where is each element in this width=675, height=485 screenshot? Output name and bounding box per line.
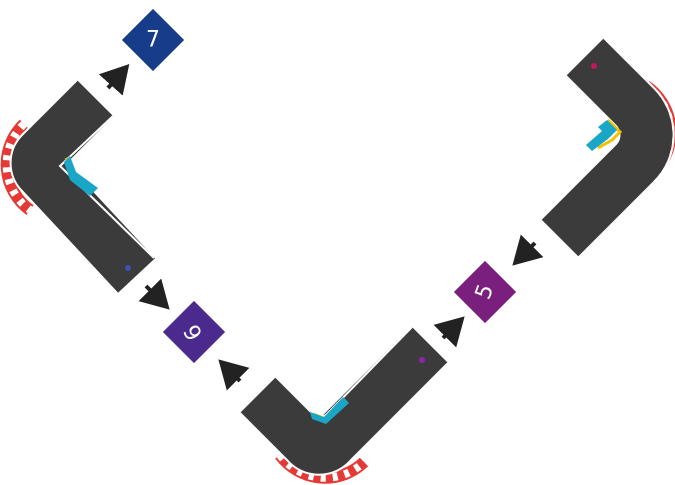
badge-7: 7 (122, 9, 184, 71)
track-tile-bottom (240, 327, 448, 478)
badge-label: 7 (146, 28, 160, 53)
tile-marker-dot (419, 357, 425, 363)
badge-6: 6 (163, 301, 225, 363)
track-tile-top-right (541, 38, 674, 257)
arrow-to-6-bottom (224, 365, 240, 381)
arrow-to-7 (108, 70, 124, 88)
track-tile-left (7, 80, 154, 294)
tile-marker-dot (591, 63, 597, 69)
arrow-from-5 (518, 243, 535, 260)
badge-5: 5 (454, 261, 516, 323)
tile-marker-dot (125, 265, 131, 271)
arrow-to-5 (443, 322, 459, 338)
arrow-to-6-left (146, 286, 164, 304)
